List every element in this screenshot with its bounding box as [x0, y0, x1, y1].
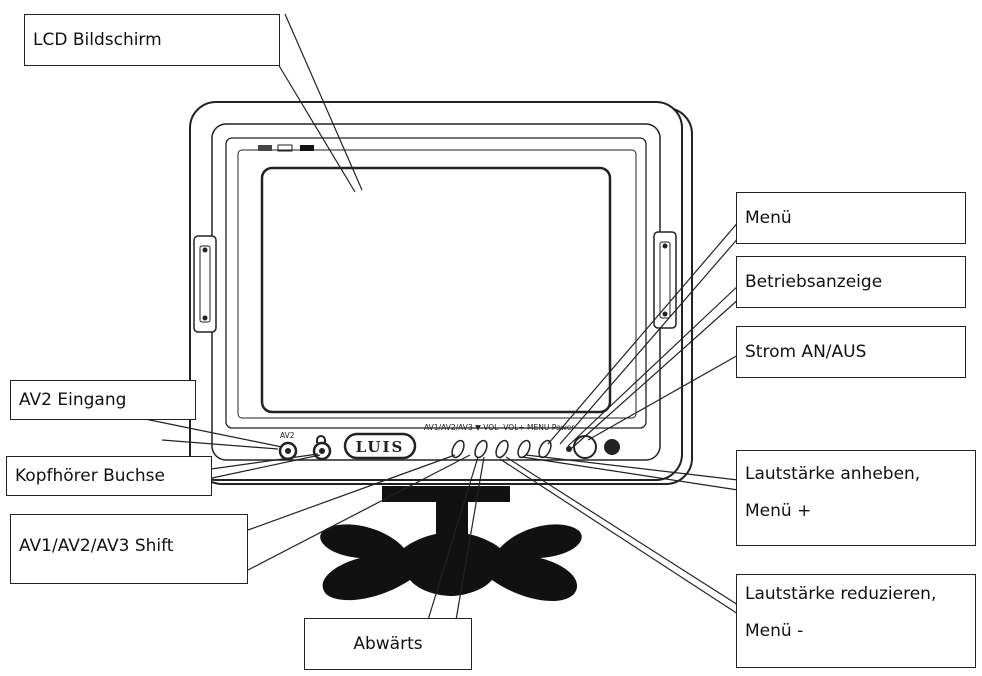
button-strip-label: AV1/AV2/AV3 ▼ VOL- VOL+ MENU Power	[424, 423, 575, 432]
down-button[interactable]	[473, 439, 490, 460]
callout-av-shift: AV1/AV2/AV3 Shift	[10, 514, 248, 584]
left-bracket-screw-top	[202, 247, 208, 253]
bezel-inner-frame	[225, 137, 647, 429]
bezel-inner-frame-2	[237, 149, 637, 419]
callout-av2-input: AV2 Eingang	[10, 380, 196, 420]
callout-down: Abwärts	[304, 618, 472, 670]
stand-hub	[410, 538, 494, 586]
callout-vol-up-line2: Menü +	[745, 500, 812, 521]
headphone-icon	[316, 435, 326, 443]
jack-label-av2: AV2	[280, 431, 295, 440]
right-bracket-slot	[659, 241, 671, 319]
brand-logo: LUIS	[356, 438, 405, 456]
headphone-jack-core	[319, 448, 325, 454]
callout-vol-down: Lautstärke reduzieren, Menü -	[736, 574, 976, 668]
indicator-2	[277, 144, 293, 152]
callout-av2-input-text: AV2 Eingang	[19, 390, 127, 410]
power-button[interactable]	[573, 435, 597, 459]
indicator-3	[300, 145, 314, 151]
callout-vol-up-line1: Lautstärke anheben,	[745, 464, 921, 484]
callout-down-text: Abwärts	[353, 634, 423, 654]
callout-lcd-screen: LCD Bildschirm	[24, 14, 280, 66]
callout-menu: Menü	[736, 192, 966, 244]
av2-jack-core	[285, 448, 291, 454]
callout-lcd-screen-text: LCD Bildschirm	[33, 30, 162, 50]
vol-down-button[interactable]	[494, 439, 511, 460]
leader-lines	[139, 13, 741, 621]
ir-sensor	[604, 439, 620, 455]
vol-up-button[interactable]	[516, 439, 533, 460]
callout-power: Strom AN/AUS	[736, 326, 966, 378]
right-bracket-screw-top	[662, 243, 668, 249]
callout-power-text: Strom AN/AUS	[745, 342, 867, 362]
left-bracket-slot	[199, 245, 211, 323]
lcd-screen	[260, 166, 612, 414]
right-bracket-screw-bottom	[662, 311, 668, 317]
callout-power-indicator-text: Betriebsanzeige	[745, 272, 883, 292]
callout-vol-down-line1: Lautstärke reduzieren,	[745, 584, 937, 604]
stand-neck-top	[382, 486, 510, 502]
callout-vol-up: Lautstärke anheben, Menü +	[736, 450, 976, 546]
power-indicator-led	[566, 446, 572, 452]
left-bracket-screw-bottom	[202, 315, 208, 321]
callout-av-shift-text: AV1/AV2/AV3 Shift	[19, 536, 174, 556]
brand-badge	[343, 432, 417, 460]
callout-vol-down-line2: Menü -	[745, 620, 804, 641]
indicator-1	[258, 145, 272, 151]
av-shift-button[interactable]	[450, 439, 467, 460]
callout-menu-text: Menü	[745, 208, 792, 228]
callout-headphone: Kopfhörer Buchse	[6, 456, 212, 496]
callout-headphone-text: Kopfhörer Buchse	[15, 466, 165, 486]
callout-power-indicator: Betriebsanzeige	[736, 256, 966, 308]
